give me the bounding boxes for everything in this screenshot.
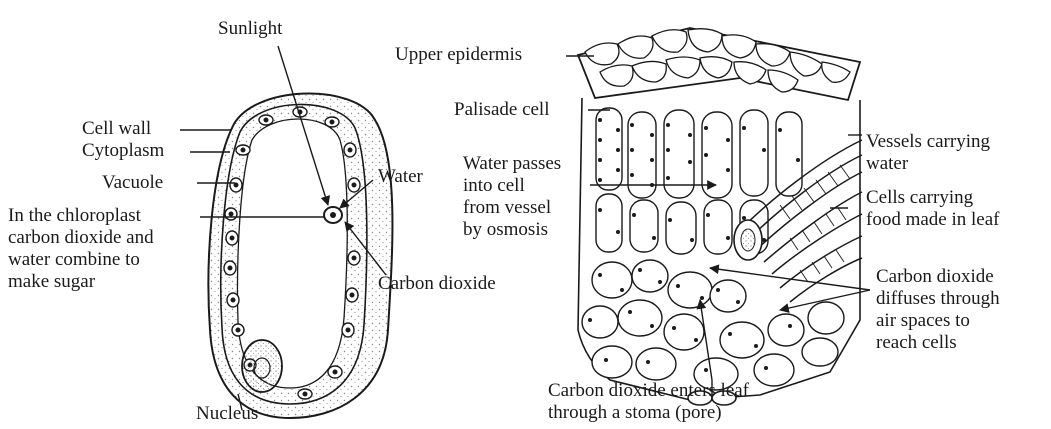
label-chloroplast: In the chloroplast carbon dioxide and wa… [8,205,154,293]
label-palisade-cell: Palisade cell [454,99,550,121]
label-nucleus: Nucleus [196,403,258,425]
nucleus-shape [242,340,282,392]
label-carbon-dioxide: Carbon dioxide [378,273,496,295]
label-upper-epidermis: Upper epidermis [395,44,522,66]
label-cells-food: Cells carrying food made in leaf [866,187,999,231]
label-cytoplasm: Cytoplasm [82,140,164,162]
leaf-section [578,28,862,405]
plant-cell [208,93,392,418]
label-vacuole: Vacuole [102,172,163,194]
label-co2-diffuses: Carbon dioxide diffuses through air spac… [876,266,1000,354]
label-co2-enters: Carbon dioxide enters leaf through a sto… [548,380,749,424]
palisade-cells [596,108,802,254]
label-vessels-water: Vessels carrying water [866,131,990,175]
spongy-cells [582,260,844,390]
label-water: Water [378,166,423,188]
label-sunlight: Sunlight [218,18,282,40]
label-cell-wall: Cell wall [82,118,151,140]
label-water-passes: Water passes into cell from vessel by os… [463,153,561,241]
